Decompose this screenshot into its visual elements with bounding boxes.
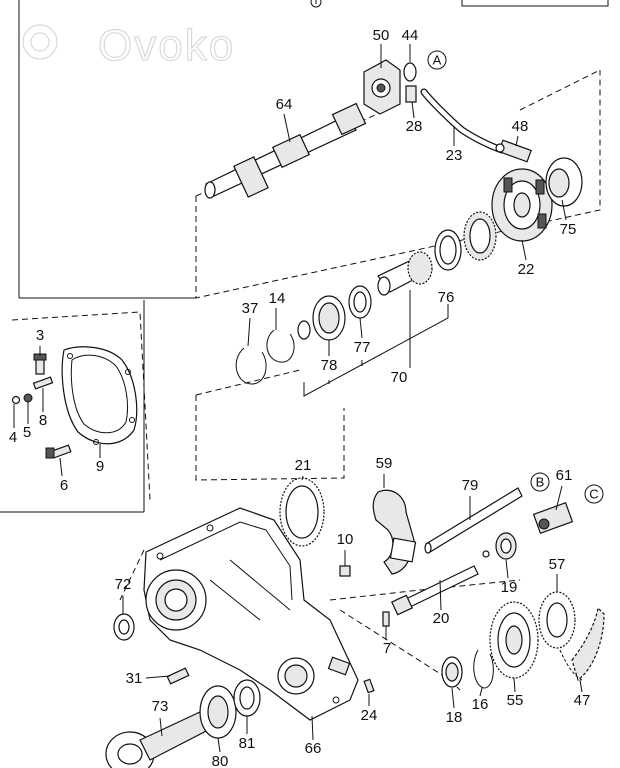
callout-4: 4 — [9, 429, 17, 446]
callout-47: 47 — [574, 692, 591, 709]
callout-77: 77 — [354, 339, 371, 356]
spacer-ring — [297, 320, 311, 340]
watermark-text: Ovoko — [98, 21, 235, 70]
callout-21: 21 — [295, 457, 312, 474]
chain-47 — [571, 606, 605, 681]
bolt-28 — [405, 85, 417, 103]
callout-24: 24 — [361, 707, 378, 724]
callout-55: 55 — [507, 692, 524, 709]
reference-marker-circle — [584, 484, 604, 504]
callout-31: 31 — [126, 670, 143, 687]
callout-19: 19 — [501, 579, 518, 596]
transfer-case-housing-66 — [143, 507, 359, 721]
shift-fork-59 — [372, 489, 417, 575]
seal-44 — [403, 62, 417, 82]
pin-7 — [382, 611, 390, 627]
callout-9: 9 — [96, 458, 104, 475]
reference-marker-circle — [530, 472, 550, 492]
callout-78: 78 — [321, 357, 338, 374]
input-shaft-70 — [377, 251, 433, 296]
pin-24 — [363, 678, 375, 694]
callout-14: 14 — [269, 290, 286, 307]
planetary-carrier-22 — [491, 168, 553, 242]
callout-76: 76 — [438, 289, 455, 306]
callout-64: 64 — [276, 96, 293, 113]
callout-16: 16 — [472, 696, 489, 713]
callout-59: 59 — [376, 455, 393, 472]
reference-marker-b: B — [530, 472, 550, 492]
callout-10: 10 — [337, 531, 354, 548]
callout-22: 22 — [518, 261, 535, 278]
callout-5: 5 — [23, 424, 31, 441]
flange-50 — [363, 59, 401, 115]
callout-44: 44 — [402, 27, 419, 44]
reference-marker-letter: A — [433, 53, 442, 68]
callout-79: 79 — [462, 477, 479, 494]
reference-marker-letter: C — [589, 487, 598, 502]
output-shaft-64 — [204, 102, 367, 199]
callout-7: 7 — [383, 640, 391, 657]
callout-73: 73 — [152, 698, 169, 715]
watermark-logo: Ovoko — [22, 20, 235, 71]
reference-markers: A B C — [427, 50, 604, 504]
callout-72: 72 — [115, 576, 132, 593]
snap-ring-16 — [473, 649, 494, 689]
callout-3: 3 — [36, 327, 44, 344]
snap-ring-37 — [235, 347, 267, 385]
callout-57: 57 — [549, 556, 566, 573]
reference-marker-a: A — [427, 50, 447, 70]
hose-23-outline — [420, 88, 506, 154]
reference-marker-c: C — [584, 484, 604, 504]
frame-lines — [0, 0, 609, 513]
callout-20: 20 — [433, 610, 450, 627]
pin-10 — [339, 565, 351, 577]
reference-marker-circle — [427, 50, 447, 70]
callout-23: 23 — [446, 147, 463, 164]
companion-flange-73 — [105, 711, 213, 768]
callout-28: 28 — [406, 118, 423, 135]
callout-18: 18 — [446, 709, 463, 726]
callout-48: 48 — [512, 118, 529, 135]
reference-marker-letter: B — [536, 475, 545, 490]
bolts-group — [11, 353, 72, 459]
breather-31 — [166, 667, 190, 685]
callout-numbers: 50 44 64 28 48 23 75 22 37 14 76 77 78 70 3 854 9 6 21 59 79… — [9, 27, 591, 768]
callout-61: 61 — [556, 467, 573, 484]
shift-rod-79 — [424, 487, 523, 554]
shift-rail-20 — [390, 565, 479, 616]
callout-8: 8 — [39, 412, 47, 429]
leader-lines — [13, 44, 583, 753]
callout-80: 80 — [212, 753, 229, 768]
callout-81: 81 — [239, 735, 256, 752]
sensor-48 — [495, 139, 532, 163]
actuator-61 — [532, 502, 574, 534]
hose-23 — [421, 89, 505, 153]
snap-ring-14 — [266, 329, 295, 363]
sun-gear-75 — [548, 168, 570, 198]
callout-6: 6 — [60, 477, 68, 494]
callout-50: 50 — [373, 27, 390, 44]
callout-75: 75 — [560, 221, 577, 238]
callout-66: 66 — [305, 740, 322, 757]
callout-70: 70 — [391, 369, 408, 386]
callout-37: 37 — [242, 300, 259, 317]
gasket-9 — [61, 346, 138, 445]
